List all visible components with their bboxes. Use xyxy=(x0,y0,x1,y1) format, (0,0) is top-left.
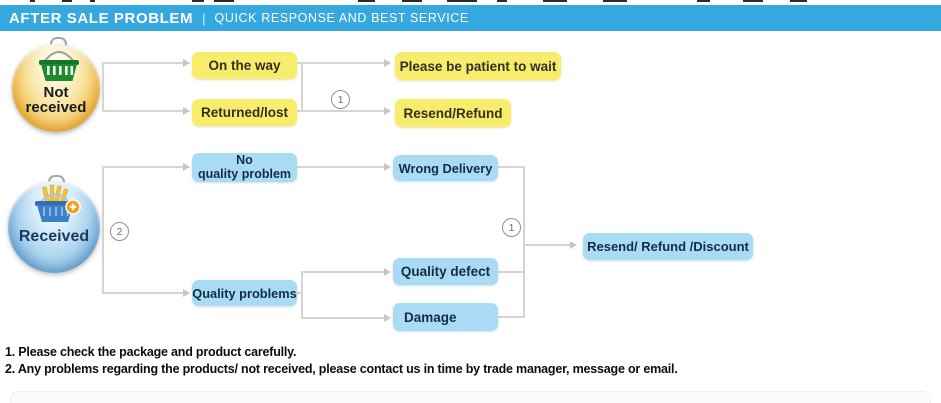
connector-line xyxy=(104,292,183,294)
connector-line xyxy=(297,292,303,294)
connector-line xyxy=(301,271,303,319)
box-quality-problems: Quality problems xyxy=(192,280,297,306)
connector-line xyxy=(303,110,384,112)
basket-clasp xyxy=(50,37,67,47)
connector-line xyxy=(525,244,570,246)
arrowhead xyxy=(384,59,391,67)
connector-line xyxy=(102,62,104,112)
step-badge-1: 1 xyxy=(331,90,350,109)
connector-line xyxy=(301,62,303,112)
connector-line xyxy=(523,166,525,318)
green-shopping-basket-icon xyxy=(39,51,79,81)
arrowhead xyxy=(570,241,577,249)
connector-line xyxy=(498,271,524,273)
box-returned-lost: Returned/lost xyxy=(192,99,297,126)
connector-line xyxy=(297,110,303,112)
basket-clasp xyxy=(48,175,65,185)
arrowhead xyxy=(384,107,391,115)
box-resend-refund-discount: Resend/ Refund /Discount xyxy=(583,233,753,260)
box-damage: Damage xyxy=(393,303,498,331)
blue-shopping-basket-plus-icon xyxy=(35,184,81,222)
box-no-quality-problem: No quality problem xyxy=(192,153,297,182)
footnote-1: 1. Please check the package and product … xyxy=(5,345,297,359)
footnote-2: 2. Any problems regarding the products/ … xyxy=(5,362,678,376)
arrowhead xyxy=(384,268,391,276)
not-received-label: Not received xyxy=(25,84,87,116)
connector-line xyxy=(297,166,384,168)
header-subtitle: QUICK RESPONSE AND BEST SERVICE xyxy=(214,11,469,25)
arrowhead xyxy=(183,59,190,67)
connector-line xyxy=(102,166,104,294)
arrowhead xyxy=(183,289,190,297)
arrowhead xyxy=(183,163,190,171)
connector-line xyxy=(303,317,384,319)
step-badge-1-merge: 1 xyxy=(502,218,521,237)
box-resend-refund: Resend/Refund xyxy=(395,99,511,127)
header-title: AFTER SALE PROBLEM xyxy=(9,9,194,27)
header-separator: | xyxy=(202,10,206,26)
not-received-node xyxy=(12,44,100,132)
box-please-be-patient: Please be patient to wait xyxy=(395,52,561,80)
connector-line xyxy=(303,62,384,64)
connector-line xyxy=(104,110,183,112)
arrowhead xyxy=(183,107,190,115)
connector-line xyxy=(297,62,303,64)
box-wrong-delivery: Wrong Delivery xyxy=(393,155,498,181)
box-quality-defect: Quality defect xyxy=(393,258,498,285)
section-header-bar: AFTER SALE PROBLEM | QUICK RESPONSE AND … xyxy=(0,5,941,31)
arrowhead xyxy=(384,163,391,171)
received-label: Received xyxy=(18,228,90,245)
connector-line xyxy=(303,271,384,273)
connector-line xyxy=(498,166,524,168)
next-section-card-edge xyxy=(10,391,931,403)
box-on-the-way: On the way xyxy=(192,52,297,79)
arrowhead xyxy=(384,314,391,322)
connector-line xyxy=(104,62,183,64)
connector-line xyxy=(498,316,524,318)
step-badge-2: 2 xyxy=(110,222,129,241)
connector-line xyxy=(104,166,183,168)
